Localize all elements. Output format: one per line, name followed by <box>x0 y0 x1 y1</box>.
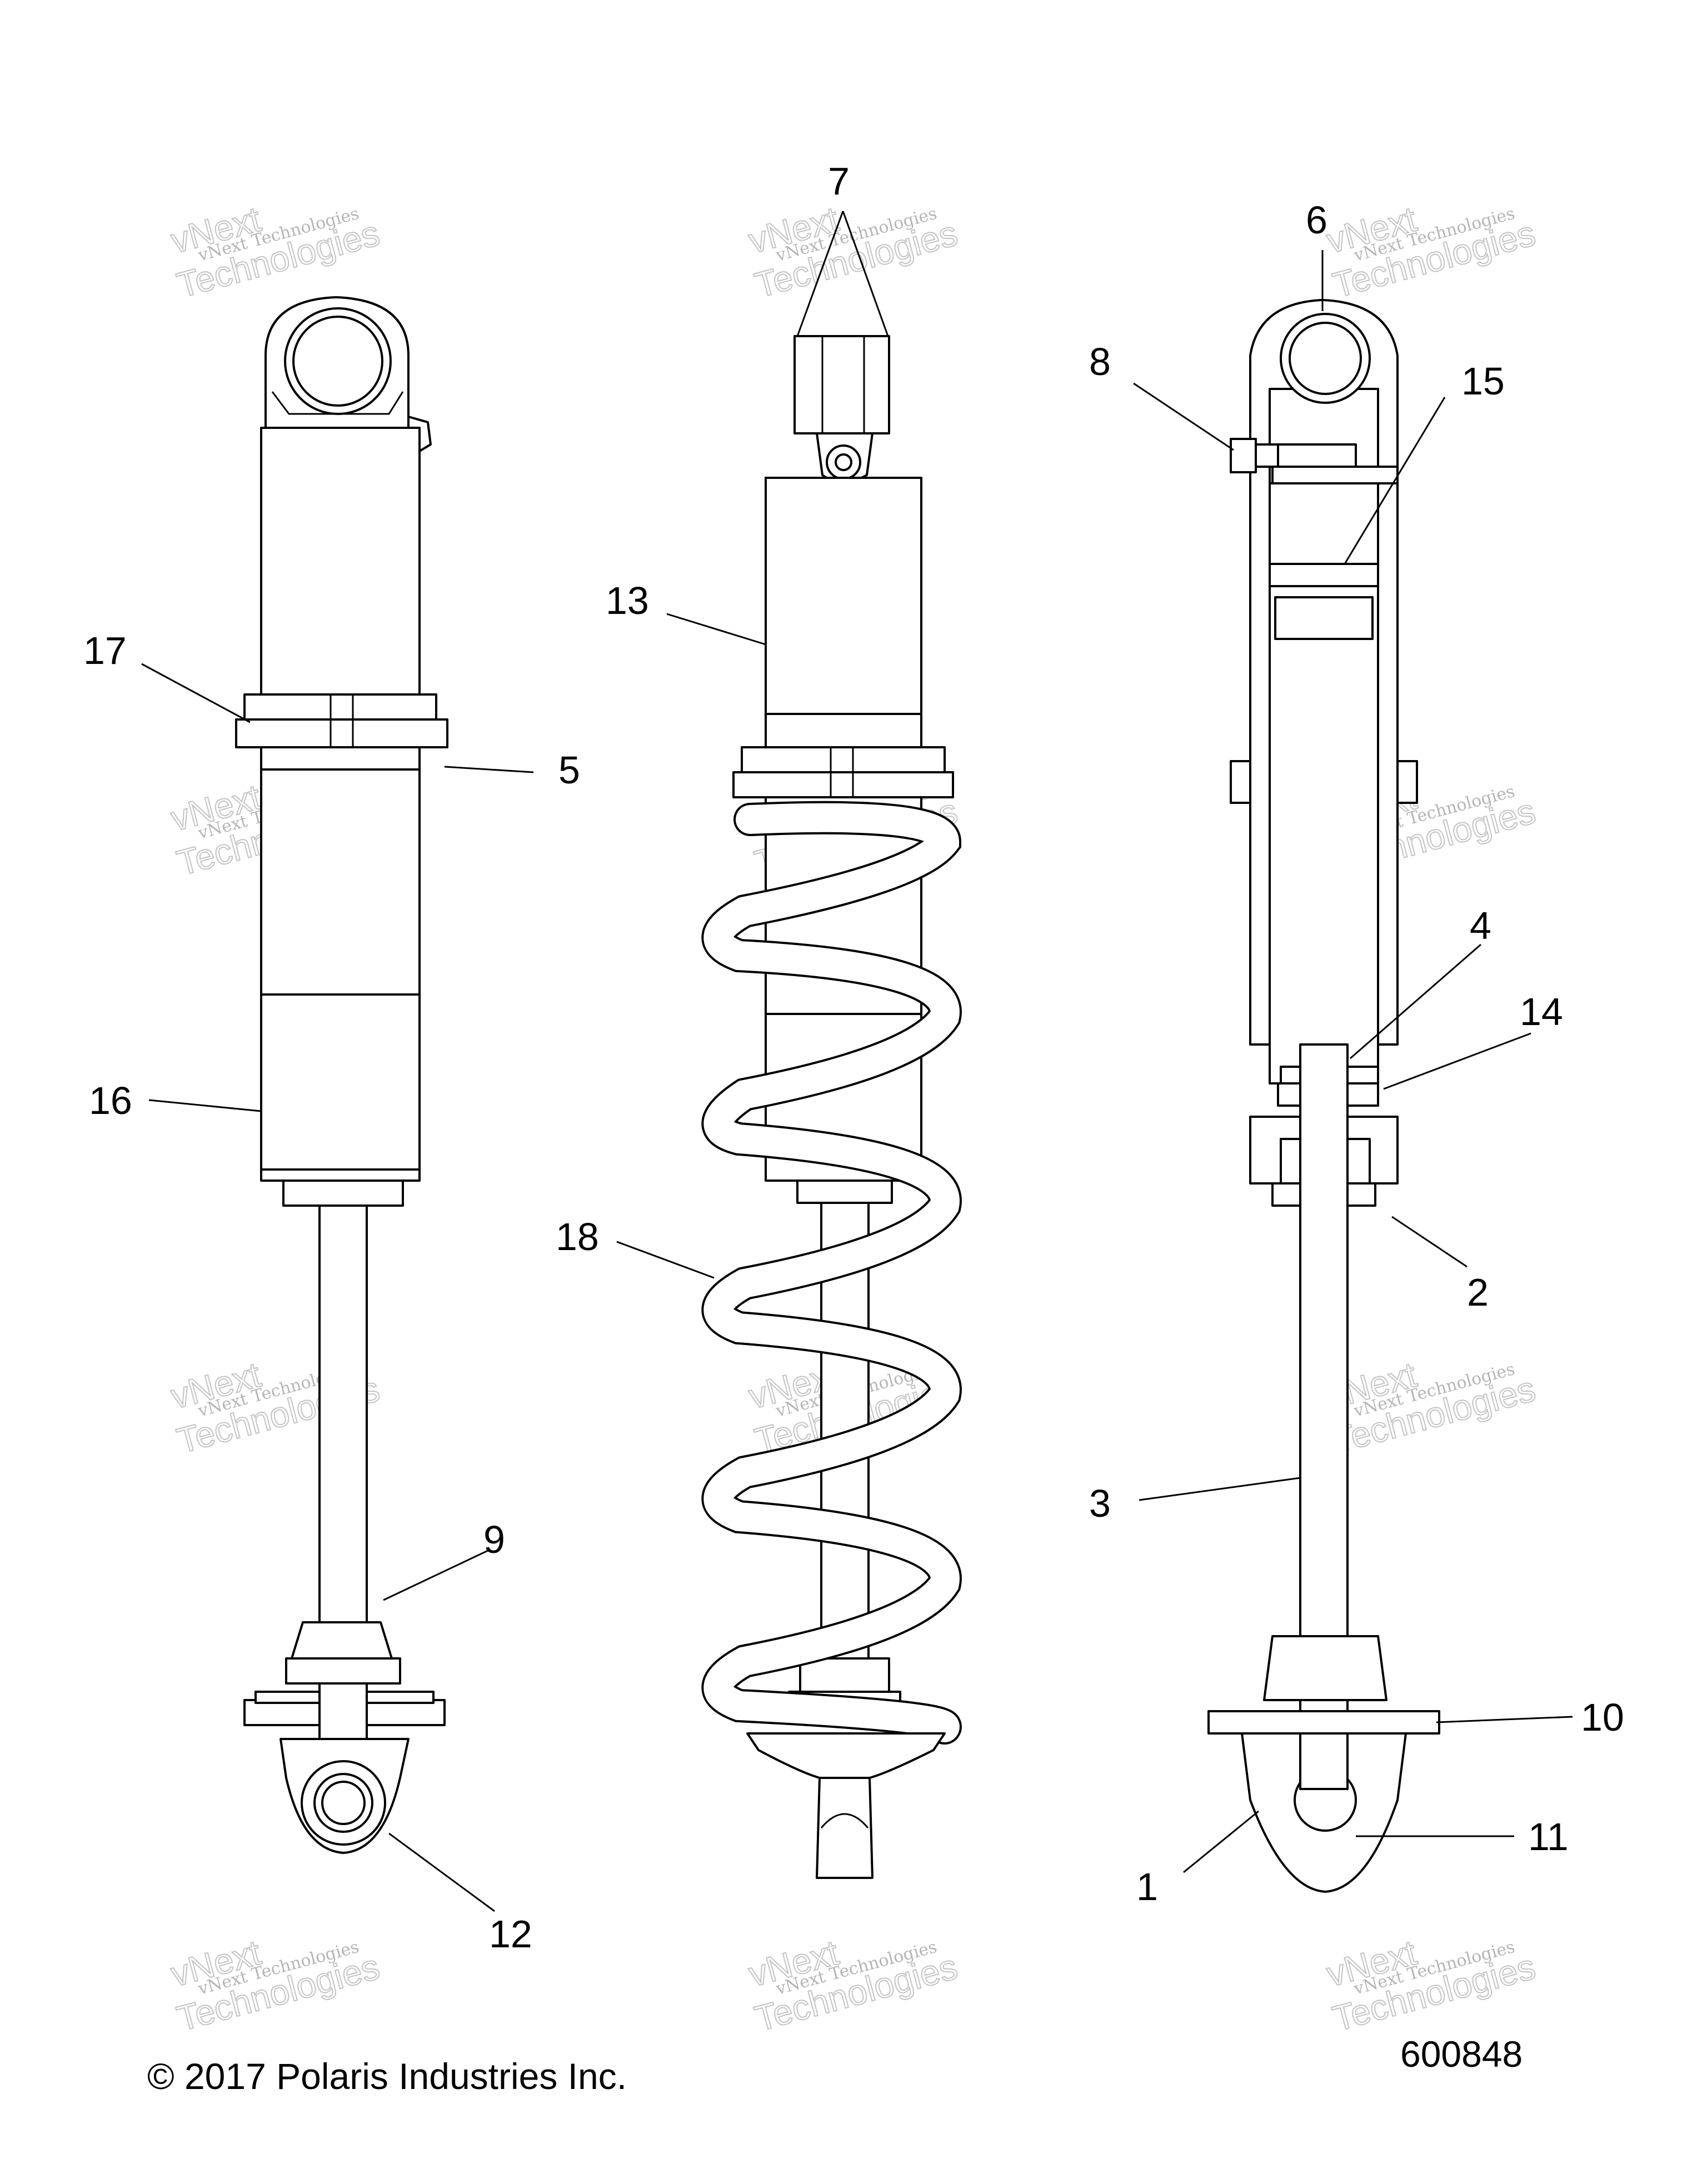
reservoir-body <box>260 427 421 696</box>
callout-1: 1 <box>1136 1865 1158 1908</box>
floating-piston <box>1269 563 1379 587</box>
bump-stop <box>799 1657 890 1693</box>
callout-3: 3 <box>1089 1482 1111 1525</box>
spring-retainer <box>732 771 954 798</box>
shock-left-view <box>235 296 448 1854</box>
top-eyelet-bushing-inner <box>1289 322 1362 395</box>
bump-stop <box>291 1621 393 1660</box>
callouts: 17 5 16 9 12 7 13 18 6 8 15 4 14 2 3 10 … <box>83 159 1624 1956</box>
bump-stop <box>1263 1635 1387 1701</box>
top-clevis-bolt-center <box>835 453 852 471</box>
shock-sleeve <box>260 993 421 1179</box>
watermark: vNext vNext Technologies Technologies <box>744 198 962 306</box>
side-tab-right <box>1396 760 1418 804</box>
shaft-lower <box>1299 1732 1349 1790</box>
callout-9: 9 <box>483 1518 505 1561</box>
reservoir-cap-top <box>1271 466 1399 484</box>
callout-16: 16 <box>89 1079 132 1122</box>
callout-17: 17 <box>83 629 127 672</box>
reservoir-cap <box>1277 443 1357 468</box>
watermark: vNext vNext Technologies Technologies <box>744 1932 962 2040</box>
bump-stop-base <box>285 1657 401 1685</box>
shaft-lower <box>318 1682 368 1740</box>
callout-11: 11 <box>1528 1815 1569 1858</box>
shock-body <box>260 746 421 771</box>
callout-13: 13 <box>606 579 649 622</box>
callout-6: 6 <box>1306 198 1327 242</box>
schrader-valve <box>1230 438 1257 473</box>
callout-4: 4 <box>1470 904 1491 947</box>
floating-piston-seal <box>1274 596 1374 640</box>
callout-10: 10 <box>1581 1696 1624 1739</box>
figure-number: 600848 <box>1400 2033 1523 2075</box>
callout-8: 8 <box>1089 340 1111 383</box>
sleeve-ring <box>260 1168 421 1182</box>
shaft <box>318 1205 368 1623</box>
seal-head-groove-right <box>1346 1138 1371 1185</box>
shaft <box>1299 1043 1349 1735</box>
watermark: vNext vNext Technologies Technologies <box>166 198 385 306</box>
body-end-cap <box>282 1180 404 1207</box>
shock-right-cutaway <box>1207 299 1440 1893</box>
body-end-cap <box>796 1180 893 1204</box>
watermark: vNext vNext Technologies Technologies <box>1322 198 1540 306</box>
callout-7: 7 <box>828 159 850 203</box>
top-clevis <box>793 335 890 434</box>
watermark: vNext vNext Technologies Technologies <box>1322 1932 1540 2040</box>
coil-spring <box>701 801 962 1745</box>
lower-eyelet-bushing-bore <box>321 1781 366 1825</box>
callout-15: 15 <box>1461 359 1505 403</box>
copyright-notice: © 2017 Polaris Industries Inc. <box>147 2056 627 2097</box>
leader-lines <box>141 211 1573 1912</box>
top-eyelet-bushing-inner <box>292 316 383 407</box>
side-tab-left <box>1230 760 1251 804</box>
lower-mount <box>816 1777 874 1879</box>
callout-18: 18 <box>556 1215 599 1258</box>
lower-spring-seat <box>746 1732 946 1779</box>
spring-preload-nut <box>243 693 437 721</box>
shock-body-lower <box>260 768 421 996</box>
top-eyelet <box>1249 299 1399 1046</box>
callout-14: 14 <box>1520 990 1563 1033</box>
shock-body-band <box>765 713 922 748</box>
callout-12: 12 <box>489 1912 532 1956</box>
shock-middle-view <box>701 335 962 1879</box>
schrader-valve-body <box>1255 443 1279 468</box>
watermark: vNext vNext Technologies Technologies <box>1322 1354 1540 1462</box>
spring-retainer <box>235 718 448 748</box>
callout-5: 5 <box>558 748 580 792</box>
watermark: vNext vNext Technologies Technologies <box>166 1932 385 2040</box>
spring-preload-nut <box>741 746 946 773</box>
top-eyelet-gusset <box>271 391 404 415</box>
lower-spring-seat <box>1207 1710 1440 1735</box>
shock-body <box>765 477 922 715</box>
callout-2: 2 <box>1467 1271 1489 1314</box>
